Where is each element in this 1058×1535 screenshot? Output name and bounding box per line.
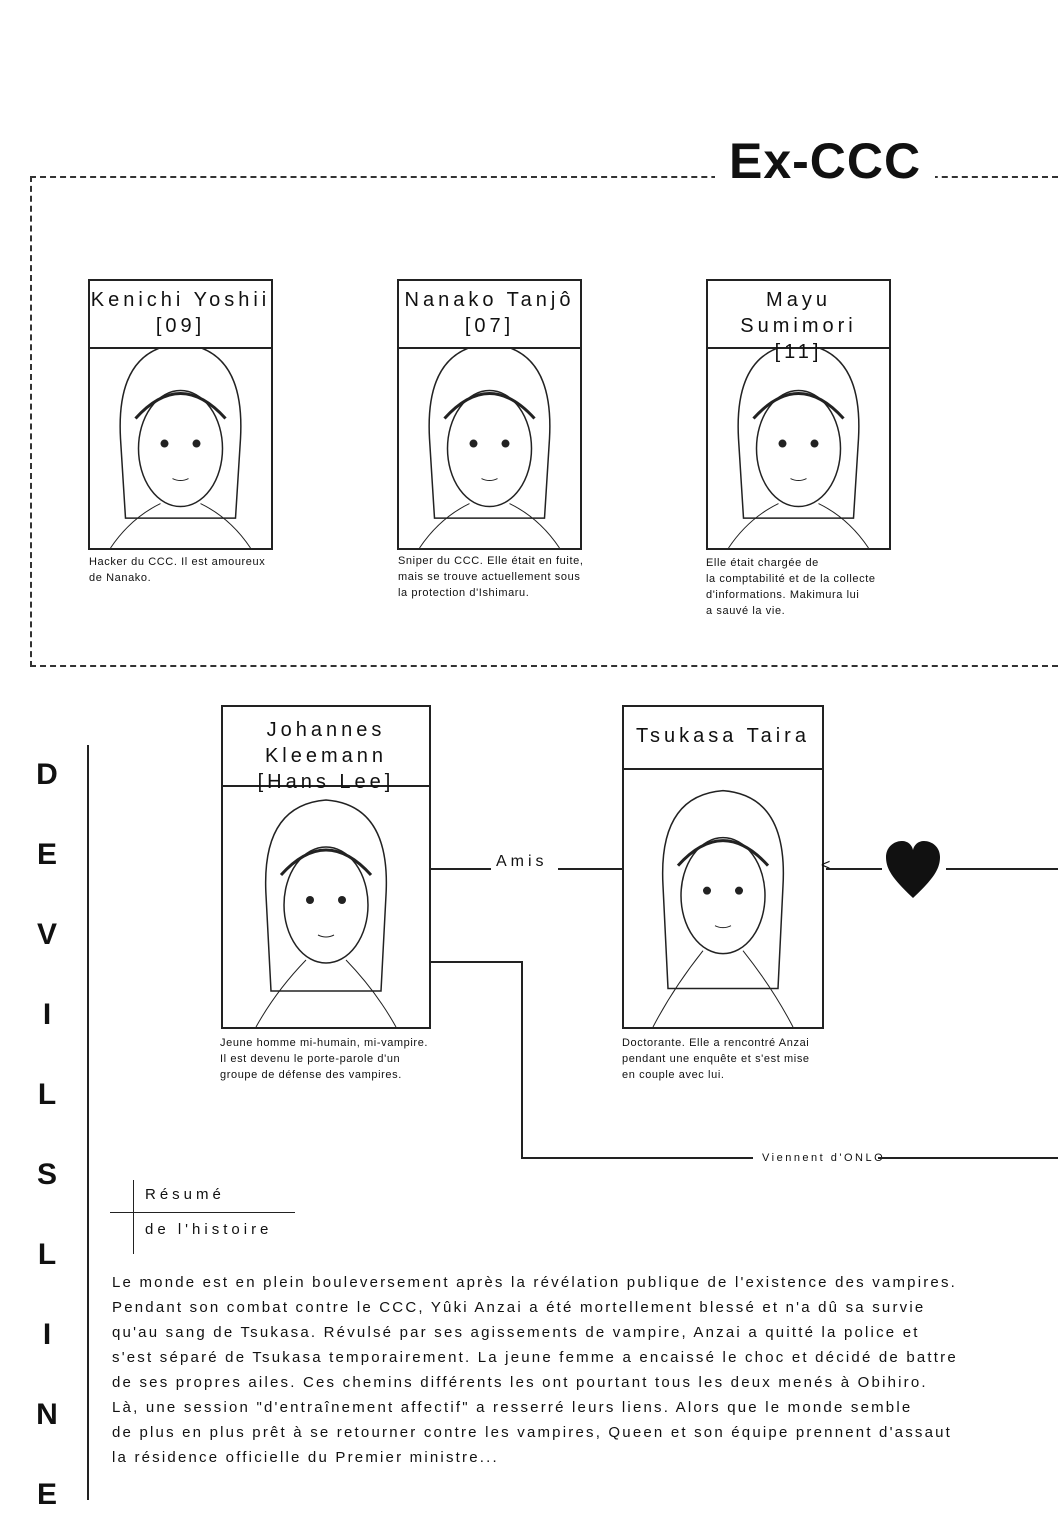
character-card-kenichi: Kenichi Yoshii [09] — [88, 279, 273, 550]
character-number: [07] — [464, 315, 515, 337]
onlo-line — [521, 961, 523, 1159]
series-title-letter: I — [42, 1318, 52, 1351]
onlo-line — [521, 1157, 753, 1159]
character-card-mayu: Mayu Sumimori [11] — [706, 279, 891, 550]
character-name: Tsukasa Taira — [636, 725, 810, 747]
love-arrow-line — [826, 868, 882, 870]
arrow-head-icon: < — [821, 857, 831, 874]
series-title: D E V I L S L I N E — [32, 735, 62, 1535]
character-number: [Hans Lee] — [257, 771, 395, 793]
character-card-nanako: Nanako Tanjô [07] — [397, 279, 582, 550]
series-title-letter: N — [36, 1398, 58, 1431]
character-number: [11] — [774, 341, 823, 363]
summary-label: Résumé — [145, 1186, 225, 1203]
character-name: Johannes Kleemann — [264, 719, 388, 767]
portrait-image — [728, 349, 869, 548]
onlo-line — [431, 961, 523, 963]
portrait-image — [419, 349, 560, 548]
character-desc: Sniper du CCC. Elle était en fuite,mais … — [398, 555, 584, 599]
character-name: Kenichi Yoshii — [90, 289, 271, 311]
series-title-letter: D — [36, 758, 58, 791]
onlo-label: Viennent d'ONLO — [762, 1152, 886, 1164]
character-card-johannes: Johannes Kleemann [Hans Lee] — [221, 705, 431, 1029]
summary-cross-line — [133, 1180, 134, 1254]
portrait-image — [110, 349, 251, 548]
love-arrow-line — [946, 868, 1058, 870]
portrait-image — [652, 789, 794, 1027]
portrait-image — [255, 799, 397, 1027]
series-title-letter: L — [37, 1238, 57, 1271]
series-title-letter: V — [36, 918, 57, 951]
character-number: [09] — [155, 315, 206, 337]
summary-text: Le monde est en plein bouleversement apr… — [112, 1274, 958, 1466]
character-name: Nanako Tanjô — [404, 289, 575, 311]
ex-ccc-group-box — [30, 176, 1058, 667]
character-desc: Jeune homme mi-humain, mi-vampire.Il est… — [220, 1037, 429, 1081]
series-title-letter: E — [36, 838, 57, 871]
series-title-letter: E — [36, 1478, 57, 1511]
series-title-letter: L — [37, 1078, 57, 1111]
summary-cross-line — [110, 1212, 295, 1213]
character-card-tsukasa: Tsukasa Taira — [622, 705, 824, 1029]
series-title-letter: S — [36, 1158, 57, 1191]
character-name: Mayu Sumimori — [740, 289, 857, 337]
onlo-line — [878, 1157, 1058, 1159]
series-title-letter: I — [42, 998, 52, 1031]
summary-label: de l'histoire — [145, 1221, 273, 1238]
friends-line — [558, 868, 622, 870]
friends-label: Amis — [496, 853, 548, 870]
heart-icon — [886, 841, 940, 898]
side-rule — [87, 745, 89, 1500]
group-title: Ex-CCC — [715, 132, 936, 190]
friends-line — [431, 868, 491, 870]
